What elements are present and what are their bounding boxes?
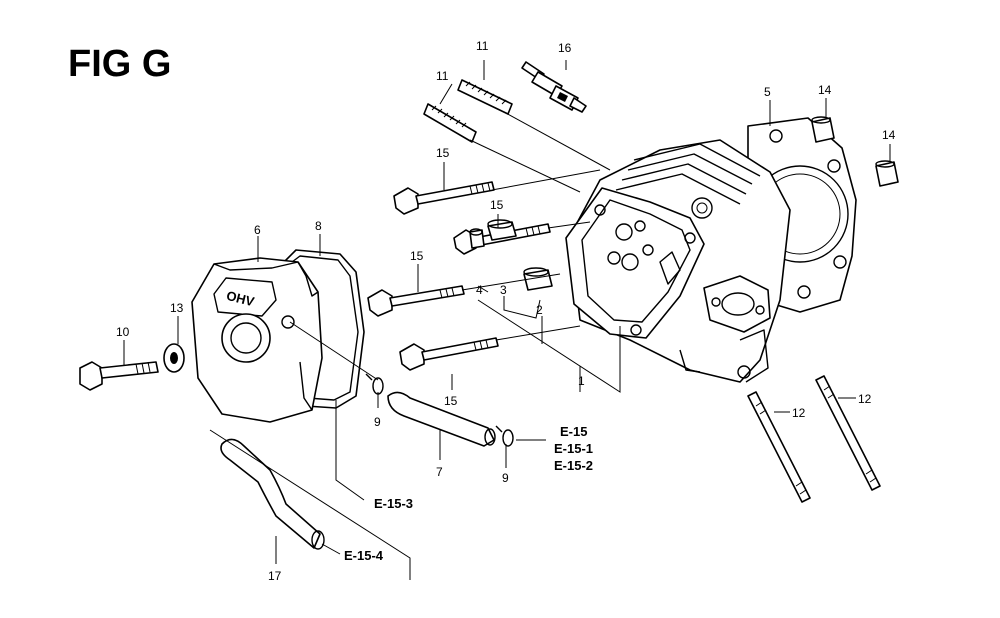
cover-bolt [79, 361, 159, 391]
long-stud-right [815, 375, 881, 491]
head-cover: OHV [191, 257, 323, 423]
ref-e-15-4: E-15-4 [344, 548, 384, 563]
callout-15-c: 15 [410, 249, 424, 263]
dowel-pin-upper [811, 116, 835, 143]
callout-12-right: 12 [858, 392, 872, 406]
guide-plate-3 [487, 219, 517, 241]
ref-e-15-1: E-15-1 [554, 441, 593, 456]
stud-upper [457, 79, 513, 115]
callout-16: 16 [558, 41, 572, 55]
sealing-washer [163, 343, 185, 373]
callout-14-lower: 14 [882, 128, 896, 142]
callout-15-d: 15 [444, 394, 458, 408]
dowel-pin-lower [875, 160, 899, 187]
callout-6: 6 [254, 223, 261, 237]
cover-logo: OHV [225, 288, 256, 309]
spark-plug [521, 61, 587, 113]
reference-codes: E-15 E-15-1 E-15-2 E-15-3 E-15-4 [344, 424, 593, 563]
callout-8: 8 [315, 219, 322, 233]
cylinder-head [565, 139, 791, 383]
callout-14-upper: 14 [818, 83, 832, 97]
stud-lower [423, 103, 477, 143]
ref-e-15-2: E-15-2 [554, 458, 593, 473]
callout-13: 13 [170, 301, 184, 315]
callout-11-lower: 11 [436, 69, 449, 83]
long-stud-left [747, 391, 811, 503]
callout-15-b: 15 [490, 198, 504, 212]
callout-11-upper: 11 [476, 39, 489, 53]
ref-e-15-3: E-15-3 [374, 496, 413, 511]
leader-lines [123, 60, 891, 580]
callout-15-a: 15 [436, 146, 450, 160]
flange-bolt-1 [393, 181, 495, 215]
hose-clip-upper [365, 373, 384, 395]
hose-clip-lower [495, 425, 514, 447]
callout-7: 7 [436, 465, 443, 479]
callout-3: 3 [500, 283, 507, 297]
callout-9-lower: 9 [502, 471, 509, 485]
callout-9-upper: 9 [374, 415, 381, 429]
drain-tube [220, 438, 325, 550]
callout-10: 10 [116, 325, 130, 339]
guide-plate-2 [523, 267, 553, 291]
callout-numbers: 1 2 3 4 5 6 7 8 9 9 10 11 11 12 12 13 14… [116, 39, 896, 583]
dowel-pin-4 [469, 228, 485, 249]
callout-4: 4 [476, 283, 483, 297]
callout-5: 5 [764, 85, 771, 99]
callout-2: 2 [536, 303, 543, 317]
figure-title: FIG G [68, 43, 171, 85]
ref-e-15: E-15 [560, 424, 587, 439]
callout-12-left: 12 [792, 406, 806, 420]
callout-1: 1 [578, 374, 585, 388]
breather-tube [387, 391, 496, 447]
flange-bolt-4 [399, 337, 499, 371]
flange-bolt-3 [367, 285, 465, 317]
callout-17: 17 [268, 569, 282, 583]
